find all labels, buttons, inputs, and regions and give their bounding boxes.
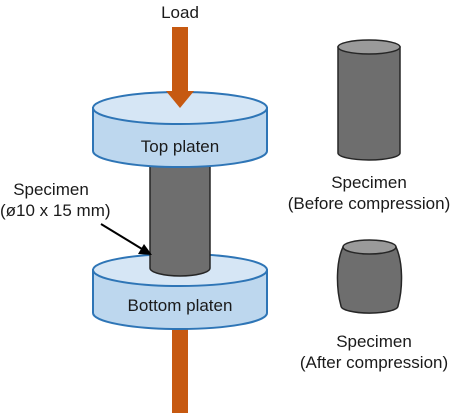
after-compression-line1: Specimen bbox=[336, 332, 412, 351]
specimen-after-compression bbox=[336, 239, 403, 314]
bottom-platen-label: Bottom platen bbox=[127, 296, 233, 315]
specimen-before-compression bbox=[337, 39, 401, 161]
specimen-callout-label: Specimen (ø10 x 15 mm) bbox=[0, 179, 111, 221]
load-arrow bbox=[166, 27, 194, 108]
specimen-callout-line2: (ø10 x 15 mm) bbox=[0, 201, 111, 220]
top-platen-label: Top platen bbox=[140, 137, 220, 156]
specimen-callout-line1: Specimen bbox=[13, 180, 89, 199]
before-compression-line1: Specimen bbox=[331, 173, 407, 192]
after-compression-label: Specimen (After compression) bbox=[279, 331, 469, 373]
load-label: Load bbox=[161, 3, 199, 22]
specimen-under-test bbox=[149, 164, 211, 277]
before-compression-label: Specimen (Before compression) bbox=[274, 172, 464, 214]
specimen-callout-arrow bbox=[100, 223, 152, 255]
before-compression-line2: (Before compression) bbox=[287, 194, 451, 213]
after-compression-line2: (After compression) bbox=[299, 353, 449, 372]
bottom-load-rod bbox=[172, 322, 188, 413]
